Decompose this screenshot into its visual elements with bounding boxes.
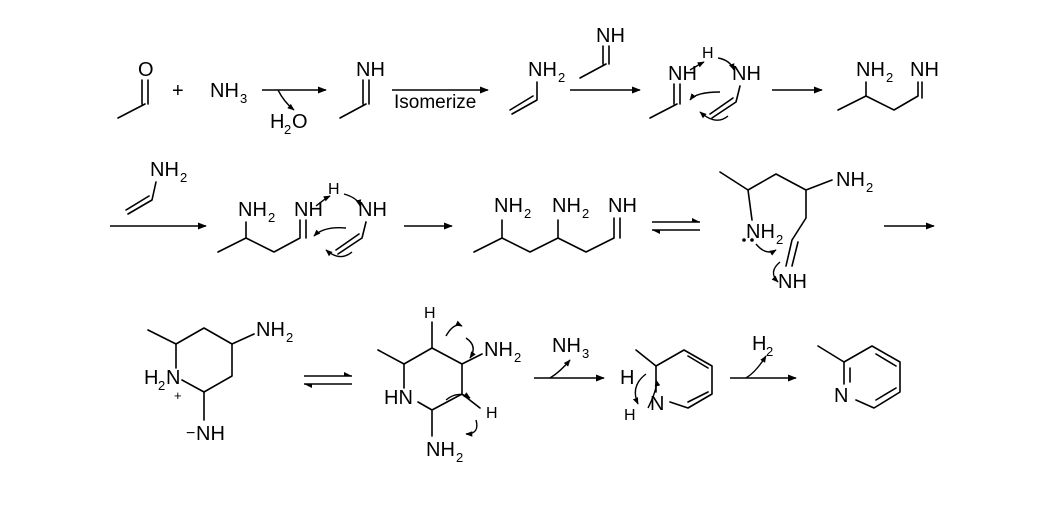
cyc-nh: NH: [778, 271, 807, 293]
plus-sign: +: [172, 80, 184, 102]
dhp-n: N: [650, 393, 664, 415]
reaction-arrow-loss-h2: H 2: [730, 333, 797, 382]
p2-nh2-b: NH: [552, 195, 581, 217]
ts2-nh: NH: [294, 199, 323, 221]
pip2-h-right: H: [486, 405, 498, 422]
svg-text:2: 2: [268, 210, 275, 225]
water-h: H: [270, 111, 284, 133]
aminoimine-product: NH 2 NH: [837, 59, 939, 111]
svg-text:2: 2: [286, 330, 293, 345]
cyc-nh2-top: NH: [836, 169, 865, 191]
addition-transition-state-1: NH H NH: [649, 45, 761, 121]
ts1-h-label: H: [702, 45, 714, 62]
svg-text:2: 2: [158, 378, 165, 393]
reaction-arrow-loss-nh3: NH 3: [534, 335, 605, 382]
svg-text:2: 2: [180, 170, 187, 185]
svg-text:2: 2: [456, 450, 463, 465]
reaction-arrow-isomerize: Isomerize: [392, 86, 489, 113]
equilibrium-arrow-1: [652, 218, 700, 234]
svg-text:2: 2: [776, 232, 783, 247]
addition-transition-state-2: NH 2 NH H NH: [217, 181, 387, 258]
ts1-nh-label: NH: [668, 63, 697, 85]
pip-h2n-n: N: [166, 367, 180, 389]
ammonia-label: NH: [210, 80, 239, 102]
2-methylpyridine: N: [817, 345, 901, 409]
zwitterionic-piperidine: NH 2 H 2 N + − NH: [144, 319, 293, 445]
ts2-nh-b: NH: [358, 199, 387, 221]
cyclization-intermediate: NH 2 NH 2 NH: [719, 169, 873, 293]
dhp-h: H: [620, 367, 634, 389]
loss-h2: H: [752, 333, 766, 355]
pip-plus: +: [174, 388, 182, 403]
acetaldehyde: O: [117, 59, 154, 119]
imine-nh-label: NH: [356, 59, 385, 81]
diamino-imine: NH 2 NH 2 NH: [473, 195, 637, 253]
ts2-h: H: [328, 181, 340, 198]
svg-text:2: 2: [558, 70, 565, 85]
svg-text:2: 2: [284, 122, 291, 137]
pip2-nh2: NH: [484, 339, 513, 361]
reagent-imine: NH: [579, 25, 625, 79]
ethanimine: NH: [339, 59, 385, 119]
isomerize-label: Isomerize: [394, 92, 476, 113]
svg-text:2: 2: [886, 70, 893, 85]
oxygen-label: O: [138, 59, 154, 81]
ts2-nh2: NH: [238, 199, 267, 221]
reaction-arrow-condensation: H 2 O: [262, 86, 327, 137]
aminal-piperidine: H NH 2 HN H NH 2: [377, 305, 521, 465]
dhp-h-bottom: H: [624, 407, 636, 424]
pyridine-n: N: [834, 385, 848, 407]
pip2-hn: HN: [384, 387, 413, 409]
reagent-imine-nh: NH: [596, 25, 625, 47]
p2-nh: NH: [608, 195, 637, 217]
ts1-nh-b-label: NH: [732, 63, 761, 85]
pip-minus: −: [186, 425, 195, 442]
reagent2-nh2: NH: [150, 159, 179, 181]
equilibrium-arrow-2: [304, 372, 352, 388]
svg-text:2: 2: [766, 344, 773, 359]
product1-nh2: NH: [856, 59, 885, 81]
pip-h2n-h: H: [144, 367, 158, 389]
dihydropyridine: H N H: [620, 349, 713, 424]
ammonia: NH 3: [210, 80, 247, 106]
pip2-h-top: H: [424, 305, 436, 322]
loss-nh3: NH: [552, 335, 581, 357]
water-o: O: [292, 111, 308, 133]
cyc-nh2: NH: [746, 221, 775, 243]
p2-nh2-a: NH: [494, 195, 523, 217]
pip2-nh2-bottom: NH: [426, 439, 455, 461]
product1-nh: NH: [910, 59, 939, 81]
enamine-nh2-label: NH: [528, 59, 557, 81]
pip-nh2: NH: [256, 319, 285, 341]
svg-text:2: 2: [524, 206, 531, 221]
svg-text:3: 3: [240, 91, 247, 106]
pip-nh: NH: [196, 423, 225, 445]
reagent-vinylamine: NH 2: [125, 159, 187, 215]
svg-text:3: 3: [582, 346, 589, 361]
vinylamine: NH 2: [509, 59, 565, 115]
svg-text:2: 2: [866, 180, 873, 195]
svg-text:2: 2: [582, 206, 589, 221]
svg-text:2: 2: [514, 350, 521, 365]
